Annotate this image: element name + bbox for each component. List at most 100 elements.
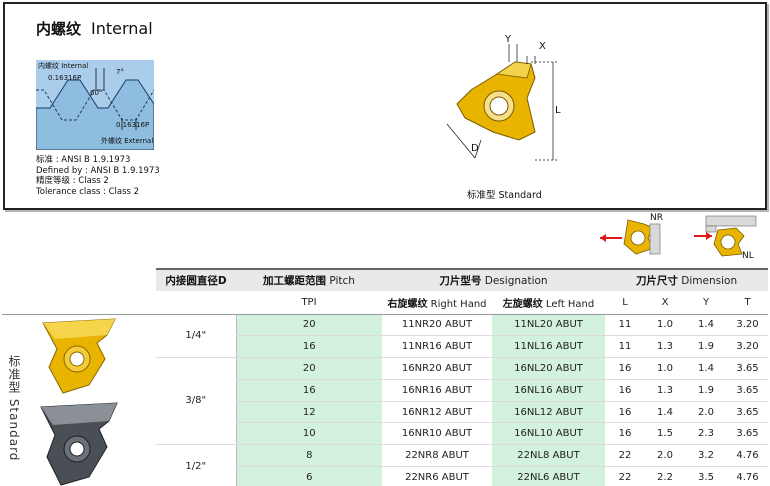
title-cn: 内螺纹 <box>36 20 82 38</box>
y-cell: 2.3 <box>685 422 727 445</box>
defined-line: Defined by : ANSI B 1.9.1973 <box>36 165 160 176</box>
right-hand-icon: NR <box>598 214 664 260</box>
tpi-cell: 10 <box>235 422 382 445</box>
thread-profile-diagram: 内螺纹 Internal 0.16316P 7° 60° 0.16316P 外螺… <box>35 60 155 151</box>
right-hand-cell: 22NR6 ABUT <box>382 466 492 486</box>
header-tpi: TPI <box>236 291 382 315</box>
table-row: 16 11NR16 ABUT 11NL16 ABUT 11 1.3 1.9 3.… <box>2 335 769 358</box>
l-cell: 16 <box>605 379 645 402</box>
x-cell: 2.0 <box>645 444 685 468</box>
t-cell: 3.65 <box>727 357 769 381</box>
y-cell: 3.2 <box>685 444 727 468</box>
header-y: Y <box>685 291 727 315</box>
x-cell: 1.4 <box>645 401 685 424</box>
internal-label: 内螺纹 Internal <box>38 62 89 70</box>
table-row: 6 22NR6 ABUT 22NL6 ABUT 22 2.2 3.5 4.76 <box>2 466 769 486</box>
t-cell: 4.76 <box>727 466 769 486</box>
header-x: X <box>645 291 685 315</box>
left-hand-cell: 11NL20 ABUT <box>492 314 605 337</box>
title-en: Internal <box>91 19 153 38</box>
dim-l-label: L <box>555 105 561 116</box>
right-hand-graphic <box>600 219 661 255</box>
diameter-cell: 1/4" <box>156 314 236 358</box>
left-hand-icon: NL <box>692 214 762 264</box>
table-row: 12 16NR12 ABUT 16NL12 ABUT 16 1.4 2.0 3.… <box>2 401 769 424</box>
dim-bottom-label: 0.16316P <box>116 121 150 129</box>
t-cell: 3.65 <box>727 401 769 424</box>
dim-y-label: Y <box>505 34 512 45</box>
table-row: 标准型 Standard 1/4" 20 <box>2 314 769 486</box>
l-cell: 16 <box>605 401 645 424</box>
left-hand-graphic <box>694 215 757 257</box>
left-hand-cell: 16NL12 ABUT <box>492 401 605 424</box>
header-dimension: 刀片尺寸 Dimension <box>605 268 769 291</box>
header-t: T <box>727 291 769 315</box>
header-pitch: 加工螺距范围 Pitch <box>236 268 382 291</box>
header-right-hand: 右旋螺纹 Right Hand <box>382 291 492 315</box>
y-cell: 3.5 <box>685 466 727 486</box>
right-hand-cell: 11NR16 ABUT <box>382 335 492 358</box>
spec-table: 内接圆直径D 加工螺距范围 Pitch 刀片型号 Designation 刀片尺… <box>2 268 769 486</box>
table-row: 1/2" 8 22NR8 ABUT 22NL8 ABUT 22 2.0 3.2 … <box>2 444 769 486</box>
left-hand-cell: 16NL16 ABUT <box>492 379 605 402</box>
right-hand-cell: 16NR20 ABUT <box>382 357 492 381</box>
x-cell: 1.3 <box>645 335 685 358</box>
insert-dimension-diagram: Y X L D <box>435 34 565 169</box>
table-row: 16 16NR16 ABUT 16NL16 ABUT 16 1.3 1.9 3.… <box>2 379 769 402</box>
angle-top-label: 7° <box>116 68 124 76</box>
left-hand-cell: 16NL10 ABUT <box>492 422 605 445</box>
page-title: 内螺纹 Internal <box>36 18 153 39</box>
header2-blank-diameter <box>156 291 236 315</box>
tpi-cell: 12 <box>235 401 382 424</box>
tpi-cell: 20 <box>235 357 382 381</box>
standard-line: 标准 : ANSI B 1.9.1973 <box>36 155 131 165</box>
accuracy-line: 精度等级 : Class 2 <box>36 176 109 186</box>
left-hand-label: NL <box>742 251 754 261</box>
header-l: L <box>605 291 645 315</box>
tpi-cell: 16 <box>235 379 382 402</box>
right-hand-label: NR <box>650 213 663 223</box>
header-left-hand: 左旋螺纹 Left Hand <box>492 291 605 315</box>
tpi-cell: 16 <box>235 335 382 358</box>
x-cell: 1.3 <box>645 379 685 402</box>
y-cell: 1.4 <box>685 357 727 381</box>
tolerance-line: Tolerance class : Class 2 <box>36 186 140 197</box>
l-cell: 11 <box>605 314 645 337</box>
left-hand-cell: 22NL6 ABUT <box>492 466 605 486</box>
thread-profile-graphic <box>35 60 155 151</box>
side-label: 标准型 Standard <box>7 354 21 461</box>
insert-caption: 标准型 Standard <box>467 190 542 201</box>
t-cell: 3.65 <box>727 379 769 402</box>
t-cell: 4.76 <box>727 444 769 468</box>
l-cell: 16 <box>605 422 645 445</box>
header2-blank <box>2 291 156 315</box>
t-cell: 3.20 <box>727 314 769 337</box>
x-cell: 1.0 <box>645 314 685 337</box>
l-cell: 22 <box>605 444 645 468</box>
gray-insert-image <box>40 401 118 486</box>
standard-info: 标准 : ANSI B 1.9.1973 Defined by : ANSI B… <box>36 155 160 197</box>
tpi-cell: 20 <box>235 314 382 337</box>
t-cell: 3.65 <box>727 422 769 445</box>
y-cell: 2.0 <box>685 401 727 424</box>
y-cell: 1.4 <box>685 314 727 337</box>
specification-panel: 内螺纹 Internal 内螺纹 Internal 0.16316P 7° 60°… <box>3 2 767 210</box>
left-hand-cell: 16NL20 ABUT <box>492 357 605 381</box>
side-image-cell: 标准型 Standard <box>2 314 156 486</box>
right-hand-cell: 16NR10 ABUT <box>382 422 492 445</box>
header-blank <box>2 269 156 291</box>
external-label: 外螺纹 External <box>101 137 154 145</box>
left-hand-cell: 22NL8 ABUT <box>492 444 605 468</box>
left-hand-cell: 11NL16 ABUT <box>492 335 605 358</box>
dim-x-label: X <box>539 41 546 52</box>
right-hand-cell: 16NR16 ABUT <box>382 379 492 402</box>
angle-mid-label: 60° <box>90 89 103 97</box>
header-diameter: 内接圆直径D <box>156 268 236 291</box>
l-cell: 11 <box>605 335 645 358</box>
x-cell: 1.5 <box>645 422 685 445</box>
table-row: 10 16NR10 ABUT 16NL10 ABUT 16 1.5 2.3 3.… <box>2 422 769 445</box>
gold-insert-image <box>42 317 116 394</box>
t-cell: 3.20 <box>727 335 769 358</box>
dim-d-label: D <box>471 143 479 154</box>
right-hand-cell: 22NR8 ABUT <box>382 444 492 468</box>
